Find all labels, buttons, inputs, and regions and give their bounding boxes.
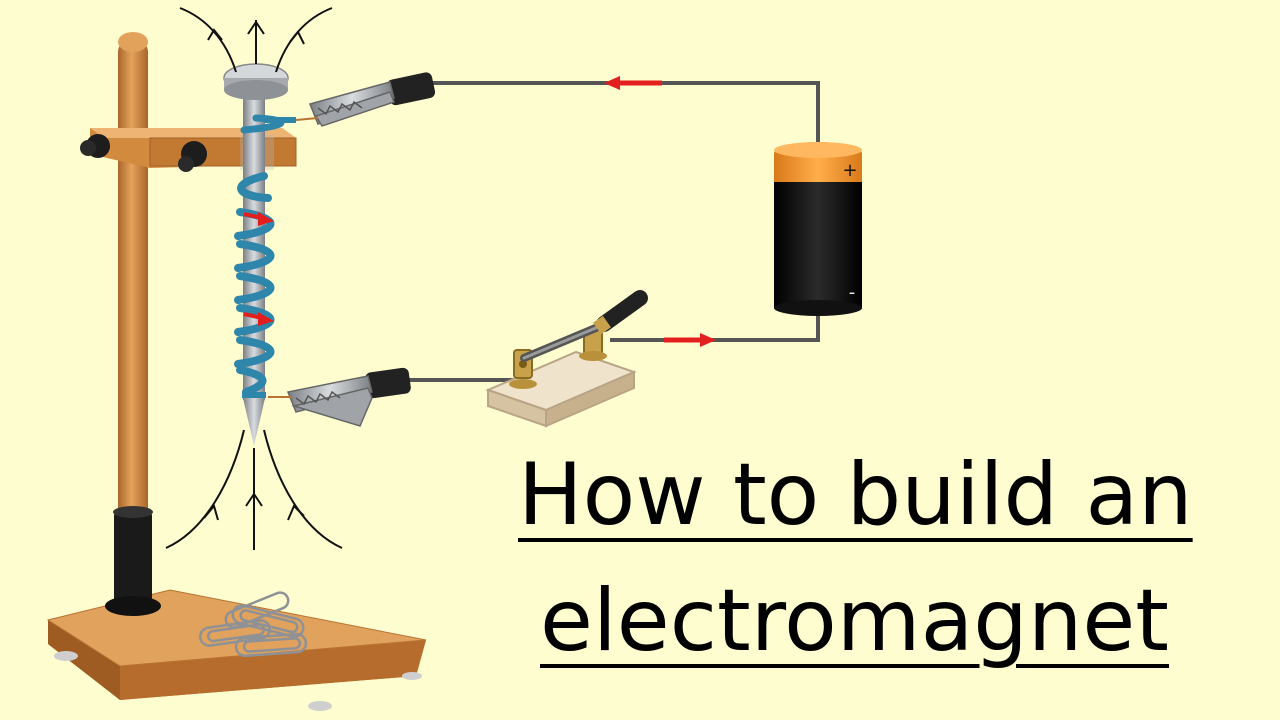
alligator-clip-icon (295, 72, 436, 127)
alligator-clip-icon (268, 367, 411, 427)
magnetic-field-line-icon (263, 429, 343, 549)
knife-switch-icon (485, 290, 648, 428)
battery-icon: + - (774, 142, 862, 316)
bottom-wire (610, 312, 820, 342)
clamp-knob-icon (80, 134, 110, 158)
battery-negative-label: - (849, 282, 856, 303)
circuit-wires (408, 81, 820, 382)
current-arrow-icon (243, 312, 274, 326)
magnetic-field-lines-top (179, 7, 333, 73)
retort-stand-icon (46, 32, 427, 711)
magnetic-field-lines-bottom (165, 429, 343, 550)
top-wire (432, 81, 820, 142)
battery-positive-label: + (842, 160, 857, 181)
current-arrow-icon (604, 76, 662, 90)
magnetic-field-line-icon (275, 7, 333, 73)
title-line-1: How to build an (518, 445, 1193, 545)
clamp-knob-icon (178, 141, 207, 172)
current-arrow-icon (243, 212, 274, 226)
magnetic-field-line-icon (165, 429, 245, 549)
coil-icon (234, 114, 296, 398)
paper-clips-icon (199, 591, 308, 658)
current-arrow-icon (664, 333, 716, 347)
title-line-2: electromagnet (540, 571, 1170, 671)
